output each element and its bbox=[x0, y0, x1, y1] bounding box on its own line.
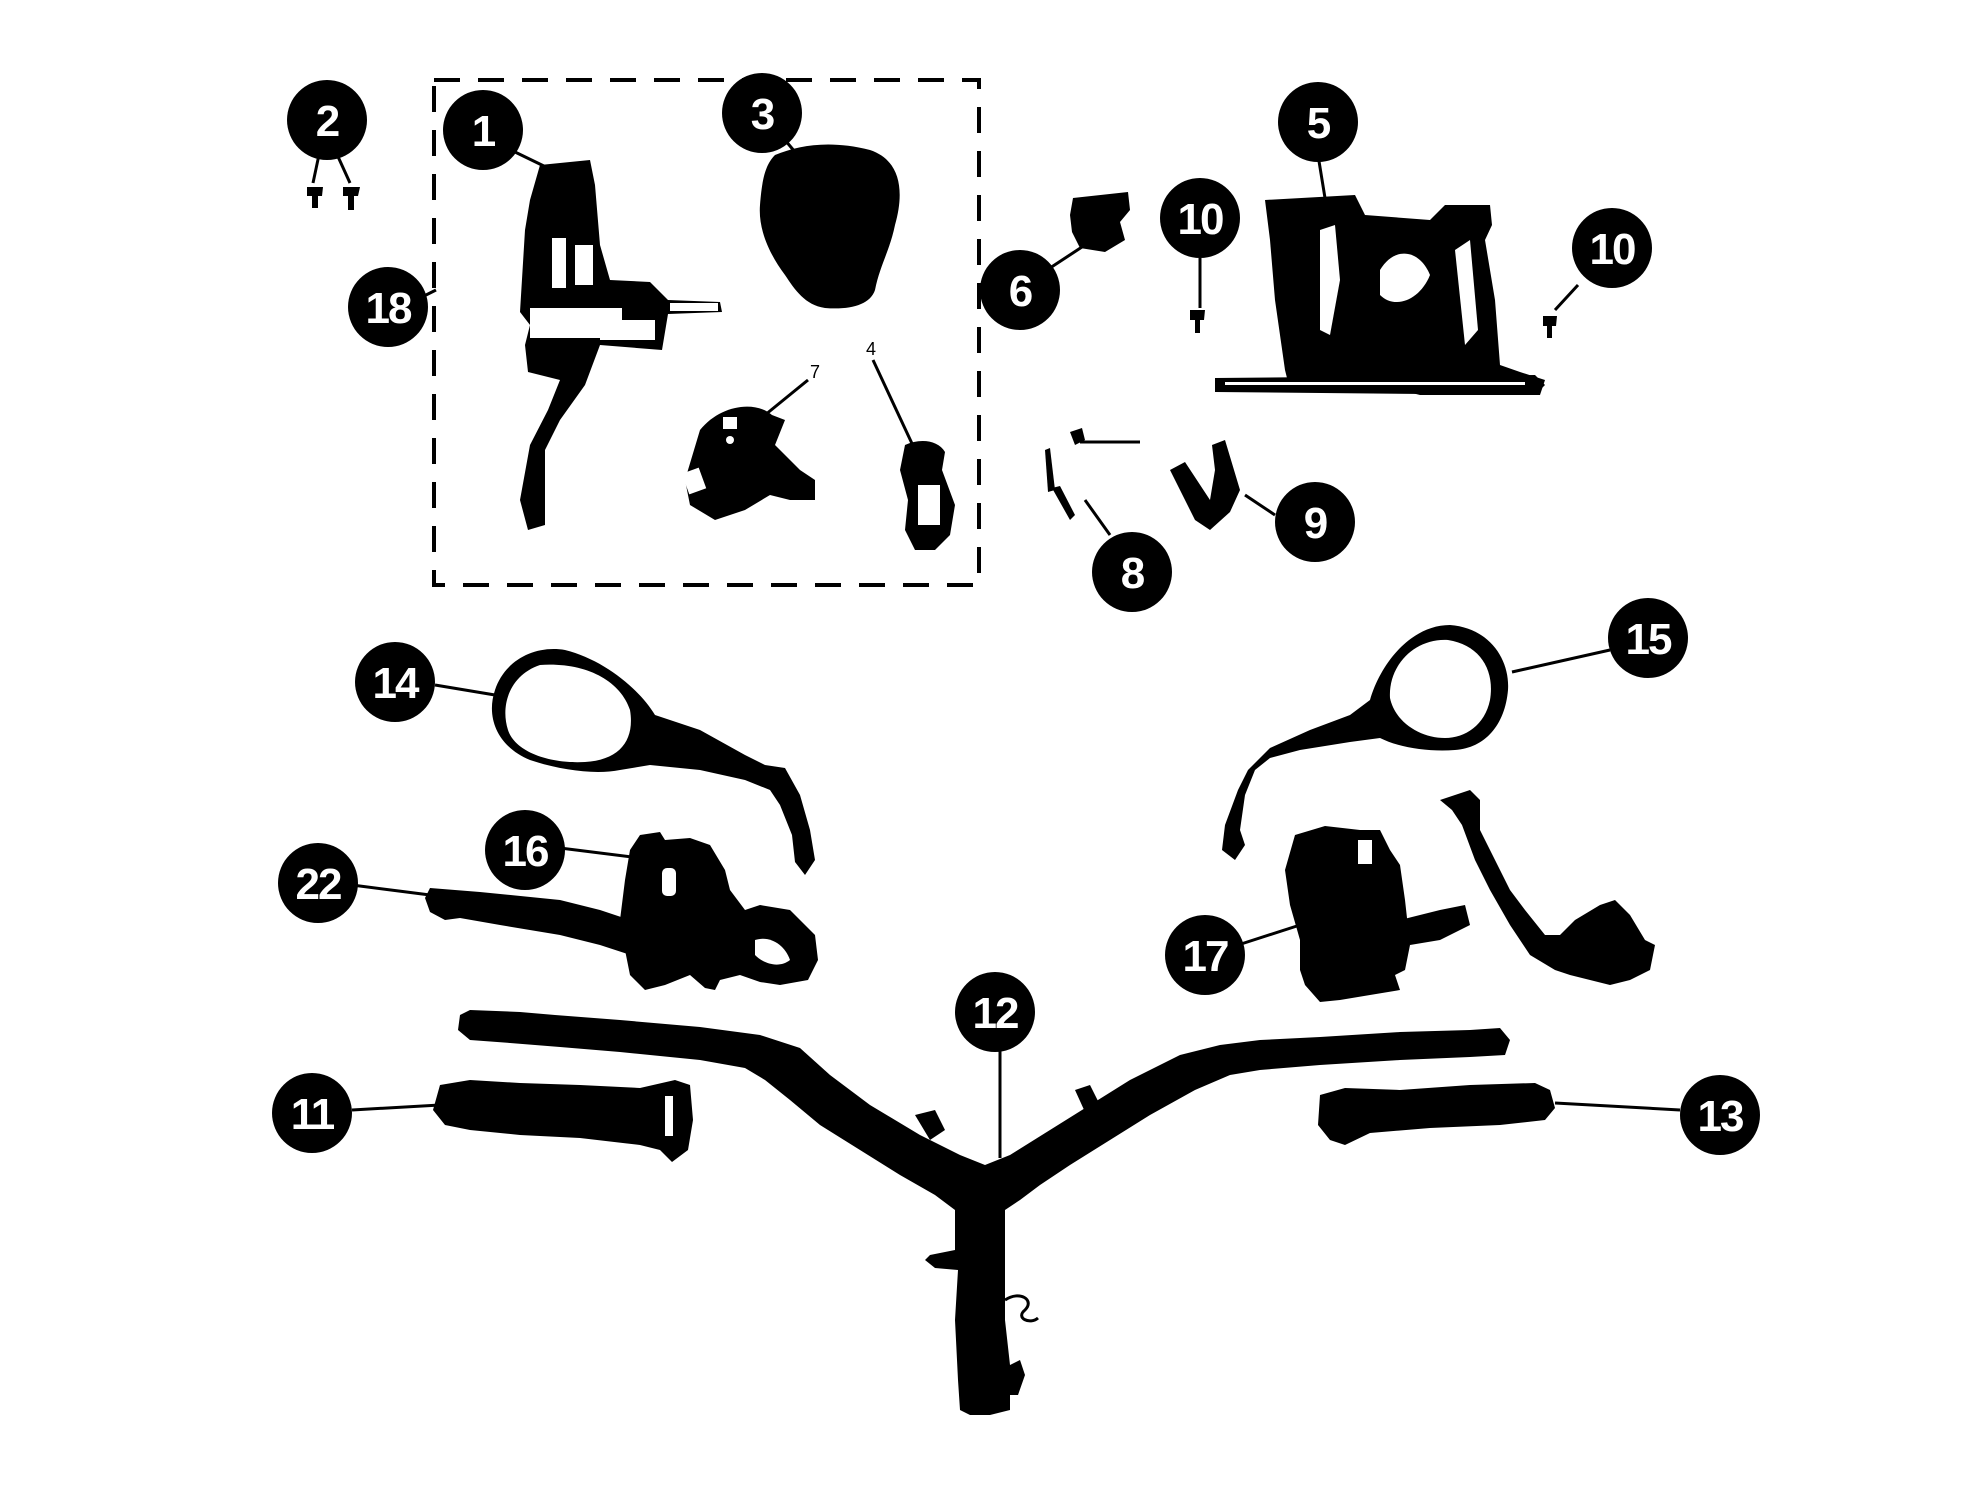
part-lever-bracket bbox=[900, 440, 955, 550]
part-control-panel bbox=[1215, 195, 1545, 395]
part-clip-8 bbox=[1045, 428, 1085, 520]
svg-text:13: 13 bbox=[1698, 1092, 1743, 1141]
callout-11: 11 bbox=[272, 1073, 352, 1153]
svg-text:1: 1 bbox=[472, 107, 496, 156]
part-screw-10a bbox=[1190, 310, 1205, 333]
part-bracket-6 bbox=[1070, 192, 1130, 252]
part-right-mirror bbox=[1222, 625, 1509, 860]
part-master-cylinder bbox=[520, 160, 722, 530]
part-screws-2 bbox=[307, 187, 360, 210]
callout-2: 2 bbox=[287, 80, 367, 160]
part-reservoir-cover bbox=[759, 144, 900, 309]
part-u-clip-9 bbox=[1170, 440, 1240, 530]
callout-9: 9 bbox=[1275, 482, 1355, 562]
callout-22: 22 bbox=[278, 843, 358, 923]
callout-14: 14 bbox=[355, 642, 435, 722]
part-left-switch bbox=[620, 832, 818, 990]
svg-text:11: 11 bbox=[291, 1090, 335, 1139]
svg-text:10: 10 bbox=[1178, 195, 1223, 244]
part-right-switch bbox=[1285, 790, 1655, 1002]
small-label-4: 4 bbox=[866, 339, 876, 359]
leader-lines bbox=[311, 139, 1681, 1158]
svg-text:17: 17 bbox=[1183, 932, 1228, 981]
part-handlebar bbox=[458, 1010, 1510, 1415]
part-left-grip bbox=[433, 1080, 693, 1162]
part-brake-lever bbox=[425, 888, 695, 970]
callout-10a: 10 bbox=[1160, 178, 1240, 258]
callout-10b: 10 bbox=[1572, 208, 1652, 288]
assembly-group-box bbox=[432, 78, 981, 587]
svg-text:10: 10 bbox=[1590, 225, 1635, 274]
part-switch-housing bbox=[681, 406, 815, 520]
callout-12: 12 bbox=[955, 972, 1035, 1052]
svg-text:8: 8 bbox=[1121, 549, 1145, 598]
callout-18: 18 bbox=[348, 267, 428, 347]
svg-text:2: 2 bbox=[316, 97, 339, 146]
svg-text:5: 5 bbox=[1307, 99, 1331, 148]
svg-text:9: 9 bbox=[1304, 499, 1327, 548]
svg-text:16: 16 bbox=[503, 827, 548, 876]
callout-1: 1 bbox=[443, 90, 523, 170]
svg-text:22: 22 bbox=[296, 860, 341, 909]
callout-8: 8 bbox=[1092, 532, 1172, 612]
part-left-mirror bbox=[491, 649, 815, 875]
callout-16: 16 bbox=[485, 810, 565, 890]
callout-3: 3 bbox=[722, 73, 802, 153]
part-right-grip bbox=[1318, 1083, 1555, 1145]
svg-text:15: 15 bbox=[1626, 615, 1672, 664]
part-screw-10b bbox=[1543, 316, 1557, 338]
callout-13: 13 bbox=[1680, 1075, 1760, 1155]
callout-15: 15 bbox=[1608, 598, 1688, 678]
svg-text:14: 14 bbox=[373, 659, 420, 708]
callout-5: 5 bbox=[1278, 82, 1358, 162]
callout-17: 17 bbox=[1165, 915, 1245, 995]
svg-text:3: 3 bbox=[751, 90, 774, 139]
svg-text:18: 18 bbox=[366, 284, 412, 333]
small-label-7: 7 bbox=[810, 362, 820, 382]
callout-6: 6 bbox=[980, 250, 1060, 330]
svg-text:12: 12 bbox=[973, 989, 1018, 1038]
svg-text:6: 6 bbox=[1009, 267, 1032, 316]
